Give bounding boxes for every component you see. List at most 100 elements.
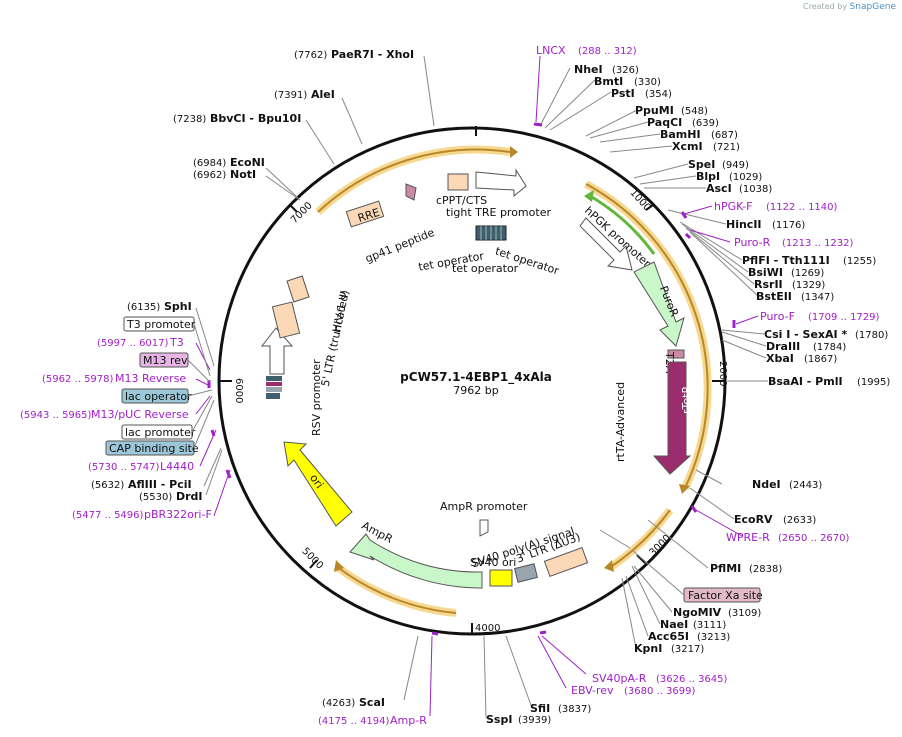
svg-text:SV40 ori: SV40 ori xyxy=(470,556,516,569)
site-pos-pflmi: (2838) xyxy=(749,564,782,575)
site-pos-sexai: (1780) xyxy=(855,330,888,341)
primer-puro-r: Puro-R xyxy=(734,236,771,249)
arc-arrowhead-4 xyxy=(334,560,344,572)
primer-wpre-r: WPRE-R xyxy=(726,531,770,544)
site-pos-noti: (6962) xyxy=(193,170,226,181)
lenti-arc-right-core xyxy=(585,183,709,489)
site-pos-pmli: (1995) xyxy=(857,377,890,388)
site-spei: SpeI xyxy=(688,158,715,171)
primer-pos-amp-r: (4175 .. 4194) xyxy=(318,716,390,727)
feature-ampr-promoter: AmpR promoter xyxy=(440,500,528,537)
svg-text:tight TRE promoter: tight TRE promoter xyxy=(446,206,551,219)
site-pos-asci: (1038) xyxy=(739,184,772,195)
feature-cppt: cPPT/CTS xyxy=(436,173,487,207)
box-lac-operator: lac operator xyxy=(125,390,192,403)
feature-puror: PuroR xyxy=(633,261,685,347)
tick-marks xyxy=(220,126,724,635)
plasmid-name: pCW57.1-4EBP1_4xAla xyxy=(400,370,552,385)
site-ecorv: EcoRV xyxy=(734,513,773,526)
snapgene-credit: Created by SnapGene xyxy=(803,2,896,12)
site-pos-ecorv: (2633) xyxy=(783,515,816,526)
site-pos-xcmi: (721) xyxy=(713,142,740,153)
hpgk-arc xyxy=(589,194,656,255)
feature-tet-operators: tet operator tet operator tet operator xyxy=(417,225,561,278)
site-pos-ngomiv: (3109) xyxy=(728,608,761,619)
site-pos-kpni: (3217) xyxy=(671,644,704,655)
lac-region-marks xyxy=(266,376,282,399)
svg-text:cPPT/CTS: cPPT/CTS xyxy=(436,194,487,207)
site-psti: PstI xyxy=(611,87,635,100)
site-bamhi: BamHI xyxy=(660,128,701,141)
site-ndei: NdeI xyxy=(752,478,781,491)
plasmid-length: 7962 bp xyxy=(453,384,498,397)
site-pos-spei: (949) xyxy=(722,160,749,171)
site-pos-drdi: (5530) xyxy=(139,492,172,503)
arc-arrowhead-1 xyxy=(510,146,518,158)
primer-pos-m13puc: (5943 .. 5965) xyxy=(20,410,92,421)
primer-amp-r: Amp-R xyxy=(390,714,427,727)
box-cap-binding: CAP binding site xyxy=(109,442,199,455)
primer-m13puc: M13/pUC Reverse xyxy=(91,408,189,421)
site-sexai: Csi I - SexAI * xyxy=(764,328,847,341)
svg-text:tet operator: tet operator xyxy=(452,262,519,275)
tick-6000: 6000 xyxy=(233,378,244,403)
site-pos-psti: (354) xyxy=(645,89,672,100)
leader-lines xyxy=(195,55,768,719)
feature-sv40ori: SV40 ori xyxy=(470,556,516,587)
site-bbvci: BbvCI - Bpu10I xyxy=(210,112,301,125)
lenti-arc-top-core xyxy=(317,148,511,213)
site-afliii: AflIII - PciI xyxy=(128,478,192,491)
site-pflfi: PflFI - Tth111I xyxy=(742,254,830,267)
site-sspi: SspI xyxy=(486,713,512,726)
site-bsiwi: BsiWI xyxy=(748,266,783,279)
primer-l4440: L4440 xyxy=(160,460,194,473)
site-pos-pflfi: (1255) xyxy=(843,256,876,267)
snapgene-logo: SnapGene xyxy=(849,2,896,12)
boxed-labels: T3 promoter M13 rev lac operator lac pro… xyxy=(105,316,763,603)
site-ppumi: PpuMI xyxy=(635,104,674,117)
site-pos-xhoi: (7762) xyxy=(294,50,327,61)
site-pos-sfii: (3837) xyxy=(558,704,591,715)
primer-pos-hpgk-f: (1122 .. 1140) xyxy=(766,202,838,213)
tick-2000: 2000 xyxy=(717,361,728,386)
primer-pos-pbr322ori-f: (5477 .. 5496) xyxy=(72,510,144,521)
primer-sv40pa-r: SV40pA-R xyxy=(592,672,647,685)
site-naei: NaeI xyxy=(660,618,688,631)
box-lac-promoter: lac promoter xyxy=(125,426,196,439)
site-scai: ScaI xyxy=(359,696,385,709)
site-pos-sphi: (6135) xyxy=(127,302,160,313)
site-asci: AscI xyxy=(706,182,732,195)
site-pos-ppumi: (548) xyxy=(681,106,708,117)
site-pos-rsrii: (1329) xyxy=(792,280,825,291)
site-draiii: DraIII xyxy=(766,340,800,353)
primer-pos-puro-r: (1213 .. 1232) xyxy=(782,238,854,249)
site-pmli: BsaAI - PmlI xyxy=(768,375,843,388)
lenti-arc-bottom-right-core xyxy=(611,509,671,567)
hpgk-arc-head xyxy=(584,190,594,202)
feature-gp41: gp41 peptide xyxy=(363,183,436,265)
primer-pbr322ori-f: pBR322ori-F xyxy=(144,508,212,521)
site-rsrii: RsrII xyxy=(754,278,783,291)
site-blpi: BlpI xyxy=(696,170,720,183)
site-pflmi: PflMI xyxy=(710,562,741,575)
site-sfii: SfiI xyxy=(530,702,550,715)
site-pos-alei: (7391) xyxy=(274,90,307,101)
site-pos-blpi: (1029) xyxy=(729,172,762,183)
site-pos-bsiwi: (1269) xyxy=(791,268,824,279)
feature-rsv-promoter: RSV promoter xyxy=(260,327,323,436)
site-pos-acc65i: (3213) xyxy=(697,632,730,643)
primer-pos-m13rev: (5962 .. 5978) xyxy=(42,374,114,385)
primer-pos-ebv-rev: (3680 .. 3699) xyxy=(624,686,696,697)
site-drdi: DrdI xyxy=(176,490,203,503)
feature-hiv-psi: HIV-1 Ψ xyxy=(286,275,351,334)
primer-pos-sv40pa-r: (3626 .. 3645) xyxy=(656,674,728,685)
svg-text:rTetR: rTetR xyxy=(680,386,693,414)
primer-pos-puro-f: (1709 .. 1729) xyxy=(808,312,880,323)
tick-4000: 4000 xyxy=(475,623,500,634)
svg-text:AmpR promoter: AmpR promoter xyxy=(440,500,528,513)
site-paqci: PaqCI xyxy=(647,116,682,129)
site-pos-bamhi: (687) xyxy=(711,130,738,141)
site-xbai: XbaI xyxy=(766,352,794,365)
primer-pos-wpre-r: (2650 .. 2670) xyxy=(778,533,850,544)
site-pos-afliii: (5632) xyxy=(91,480,124,491)
